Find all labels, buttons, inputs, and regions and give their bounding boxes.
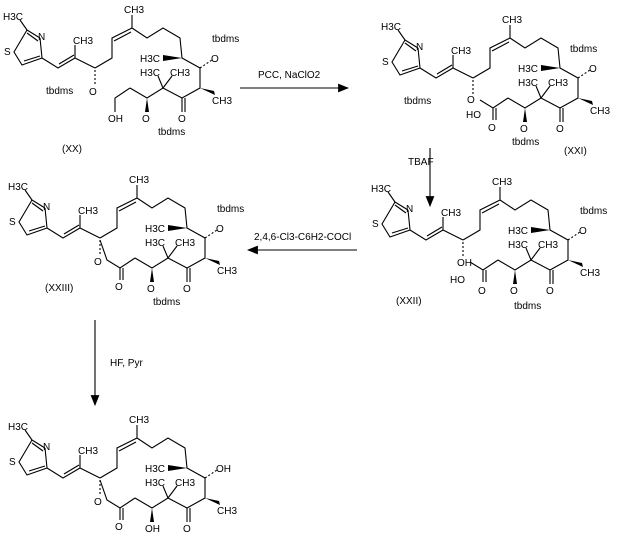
tbdms-label: tbdms (46, 86, 73, 97)
oxygen-label: O (142, 114, 150, 125)
compound-final: H3C S N CH3 CH3 O OH OH O O H3C H3C CH3 … (8, 415, 237, 535)
nitrogen-label: N (43, 442, 50, 453)
methyl-label: CH3 (73, 36, 93, 47)
sulfur-label: S (4, 47, 11, 58)
methyl-label: CH3 (129, 415, 149, 426)
tbdms-label: tbdms (212, 34, 239, 45)
compound-xxi: H3C S N CH3 CH3 tbdms O O tbdms O tbdms … (381, 15, 610, 157)
methyl-label: CH3 (78, 206, 98, 217)
tbdms-label: tbdms (512, 137, 539, 148)
oxygen-label: O (147, 284, 155, 295)
hydroxyl-label: HO (466, 110, 481, 121)
methyl-label: H3C (145, 464, 165, 475)
hydroxyl-label: OH (457, 258, 472, 269)
methyl-label: H3C (145, 224, 165, 235)
ketone-oxygen-label: O (556, 124, 564, 135)
methyl-label: H3C (508, 226, 528, 237)
compound-xx: H3C S N CH3 CH3 tbdms O O tbdms O tbdms … (3, 5, 239, 155)
methyl-label: CH3 (217, 266, 237, 277)
compound-label: (XXIII) (45, 283, 73, 294)
nitrogen-label: N (38, 32, 45, 43)
lactone-oxygen-label: O (94, 257, 102, 268)
sulfur-label: S (9, 457, 16, 468)
methyl-label: CH3 (175, 478, 195, 489)
methyl-label: H3C (508, 240, 528, 251)
methyl-label: CH3 (217, 506, 237, 517)
hydroxyl-label: OH (108, 114, 123, 125)
methyl-label: CH3 (580, 268, 600, 279)
methyl-label: CH3 (548, 78, 568, 89)
tbdms-label: tbdms (404, 96, 431, 107)
methyl-label: H3C (145, 478, 165, 489)
carbonyl-oxygen-label: O (115, 282, 123, 293)
tbdms-label: tbdms (514, 301, 541, 312)
reagent-label: HF, Pyr (110, 358, 143, 369)
reagent-label: 2,4,6-Cl3-C6H2-COCl (254, 232, 351, 243)
tbdms-label: tbdms (580, 206, 607, 217)
ketone-oxygen-label: O (183, 284, 191, 295)
reagent-label: PCC, NaClO2 (258, 70, 321, 81)
hydroxyl-label: OH (216, 464, 231, 475)
reagent-label: TBAF (408, 157, 434, 168)
methyl-label: CH3 (502, 15, 522, 26)
ketone-oxygen-label: O (546, 286, 554, 297)
methyl-label: H3C (518, 64, 538, 75)
methyl-label: CH3 (124, 5, 144, 16)
oxygen-label: O (579, 226, 587, 237)
methyl-label: CH3 (129, 175, 149, 186)
carbonyl-oxygen-label: O (115, 522, 123, 533)
tbdms-label: tbdms (158, 127, 185, 138)
compound-xxii: H3C S N CH3 CH3 OH O tbdms O tbdms O HO … (371, 177, 607, 312)
oxygen-label: O (467, 95, 475, 106)
methyl-label: H3C (145, 238, 165, 249)
methyl-label: CH3 (170, 68, 190, 79)
ketone-oxygen-label: O (178, 114, 186, 125)
sulfur-label: S (372, 219, 379, 230)
ketone-oxygen-label: O (183, 524, 191, 535)
nitrogen-label: N (43, 202, 50, 213)
acid-oxygen-label: O (488, 123, 496, 134)
oxygen-label: O (589, 64, 597, 75)
hydroxyl-label: OH (145, 524, 160, 535)
methyl-label: CH3 (212, 96, 232, 107)
tbdms-label: tbdms (570, 44, 597, 55)
compound-label: (XX) (62, 144, 82, 155)
methyl-label: H3C (371, 184, 391, 195)
oxygen-label: O (89, 87, 97, 98)
methyl-label: CH3 (590, 106, 610, 117)
methyl-label: H3C (8, 422, 28, 433)
tbdms-label: tbdms (217, 204, 244, 215)
methyl-label: CH3 (441, 208, 461, 219)
methyl-label: CH3 (451, 46, 471, 57)
methyl-label: CH3 (538, 240, 558, 251)
methyl-label: H3C (3, 12, 23, 23)
lactone-oxygen-label: O (94, 497, 102, 508)
sulfur-label: S (9, 217, 16, 228)
methyl-label: H3C (518, 78, 538, 89)
oxygen-label: O (510, 286, 518, 297)
compound-label: (XXI) (564, 146, 587, 157)
oxygen-label: O (211, 54, 219, 65)
methyl-label: H3C (140, 68, 160, 79)
nitrogen-label: N (406, 204, 413, 215)
oxygen-label: O (216, 224, 224, 235)
compound-xxiii: H3C S N CH3 CH3 O O tbdms O tbdms O O H3… (8, 175, 244, 308)
methyl-label: CH3 (175, 238, 195, 249)
methyl-label: CH3 (78, 446, 98, 457)
tbdms-label: tbdms (153, 297, 180, 308)
methyl-label: H3C (8, 182, 28, 193)
compound-label: (XXII) (396, 296, 422, 307)
hydroxyl-label: HO (450, 275, 465, 286)
oxygen-label: O (520, 124, 528, 135)
acid-oxygen-label: O (478, 286, 486, 297)
methyl-label: H3C (140, 54, 160, 65)
nitrogen-label: N (416, 42, 423, 53)
methyl-label: CH3 (492, 177, 512, 188)
sulfur-label: S (382, 57, 389, 68)
methyl-label: H3C (381, 22, 401, 33)
